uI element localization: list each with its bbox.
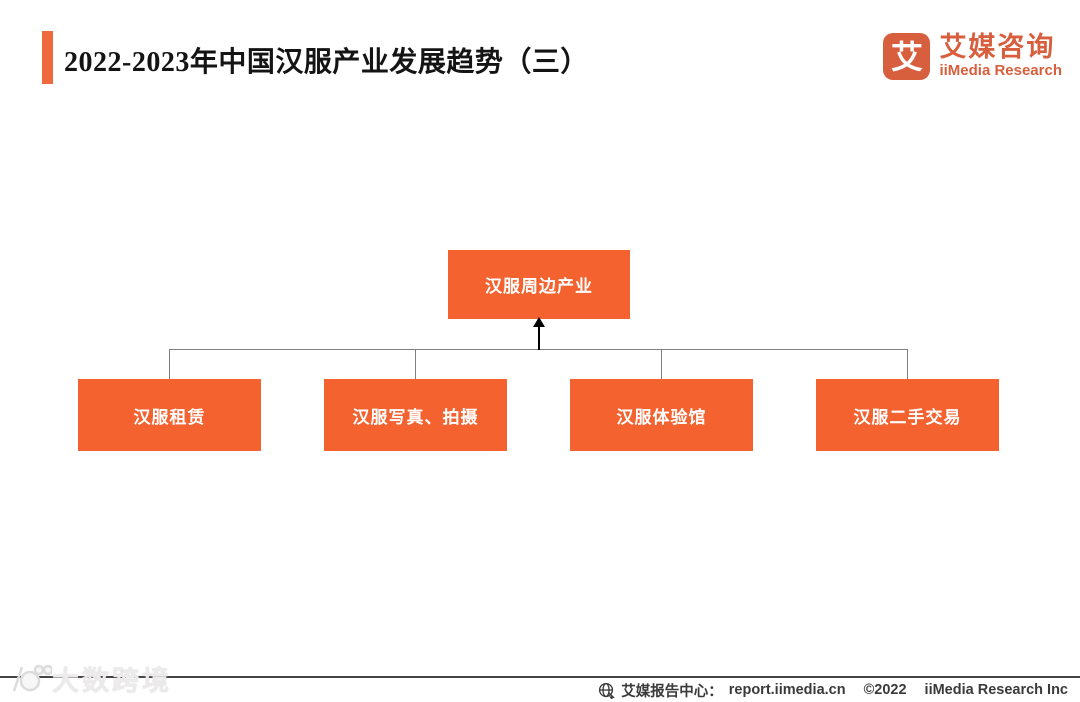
footer-report-center-label: 艾媒报告中心： [621,683,723,700]
globe-report-icon [599,682,616,699]
orgchart-connector-stub [169,349,170,379]
footer-credits: 艾媒报告中心： report.iimedia.cn ©2022 iiMedia R… [598,680,1068,700]
orgchart-child-node: 汉服体验馆 [570,379,753,451]
watermark-label: 大数跨境 [52,666,172,696]
orgchart-root-node: 汉服周边产业 [448,250,630,319]
iimedia-logo-icon: 艾 [883,33,931,80]
logo-name-en: iiMedia Research [939,61,1062,79]
orgchart-connector-stub [415,349,416,379]
orgchart-connector-stub [907,349,908,379]
orgchart-child-node: 汉服写真、拍摄 [324,379,507,451]
logo-name-cn: 艾媒咨询 [939,32,1056,63]
footer-report-url: report.iimedia.cn [728,682,846,698]
iimedia-logo: 艾 艾媒咨询 iiMedia Research [883,33,1062,80]
page-title: 2022-2023年中国汉服产业发展趋势（三） [64,47,589,78]
orgchart-child-node: 汉服租赁 [78,379,261,451]
orgchart-up-arrow-shaft [538,326,540,350]
site-watermark: 大数跨境 [6,659,172,698]
title-accent-bar [42,31,53,84]
footer-copyright: ©2022 [863,682,907,698]
footer-company-name: iiMedia Research Inc [924,682,1068,698]
orgchart-child-node: 汉服二手交易 [816,379,999,451]
orgchart-up-arrow-head-icon [533,317,545,327]
iimedia-logo-text: 艾媒咨询 iiMedia Research [939,33,1062,79]
footer-divider-line [0,676,1080,678]
watermark-10100-logo-icon [12,664,52,691]
orgchart-connector-stub [661,349,662,379]
